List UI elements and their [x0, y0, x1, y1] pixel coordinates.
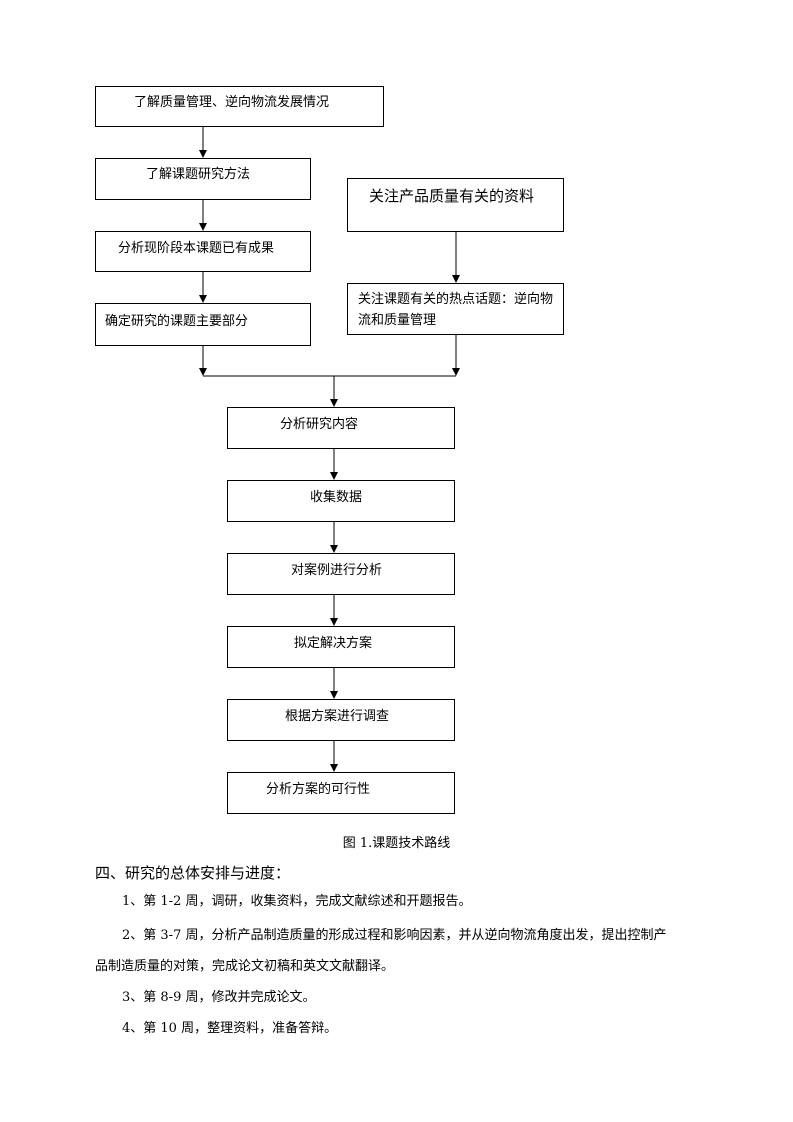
- flow-node-n1: 了解质量管理、逆向物流发展情况: [95, 86, 384, 127]
- technical-route-flowchart: 了解质量管理、逆向物流发展情况 了解课题研究方法 分析现阶段本课题已有成果 确定…: [95, 86, 564, 814]
- schedule-item-3: 3、第 8-9 周，修改并完成论文。: [122, 990, 316, 1005]
- flow-node-n12: 分析方案的可行性: [227, 772, 455, 814]
- flow-node-n3: 分析现阶段本课题已有成果: [95, 231, 311, 272]
- flow-node-n7: 分析研究内容: [227, 407, 455, 449]
- schedule-item-2: 2、第 3-7 周，分析产品制造质量的形成过程和影响因素，并从逆向物流角度出发，…: [122, 928, 667, 943]
- flow-node-n8: 收集数据: [227, 480, 455, 522]
- flow-node-n5: 关注产品质量有关的资料: [347, 178, 564, 232]
- flowchart-connectors: [199, 127, 460, 772]
- schedule-item-2-cont: 品制造质量的对策，完成论文初稿和英文文献翻译。: [95, 959, 395, 974]
- schedule-item-1: 1、第 1-2 周，调研，收集资料，完成文献综述和开题报告。: [122, 894, 472, 909]
- flow-node-n6: 关注课题有关的热点话题：逆向物流和质量管理: [347, 283, 564, 335]
- flow-node-n2: 了解课题研究方法: [95, 158, 311, 200]
- flow-node-n11: 根据方案进行调查: [227, 699, 455, 741]
- flow-node-n4: 确定研究的课题主要部分: [95, 303, 311, 346]
- flow-node-n9: 对案例进行分析: [227, 553, 455, 595]
- flow-node-n10: 拟定解决方案: [227, 626, 455, 668]
- section-heading: 四、研究的总体安排与进度：: [95, 864, 291, 882]
- schedule-item-4: 4、第 10 周，整理资料，准备答辩。: [122, 1021, 338, 1036]
- figure-caption: 图 1.课题技术路线: [342, 836, 451, 851]
